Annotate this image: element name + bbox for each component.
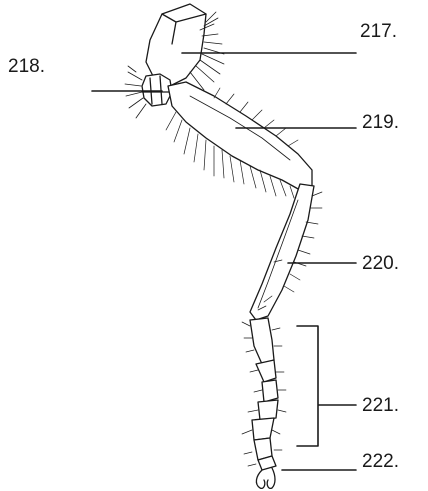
- label-tibia: 220.: [362, 254, 399, 273]
- label-tarsus: 221.: [362, 396, 399, 415]
- label-pretarsus: 222.: [362, 452, 399, 471]
- pretarsus-segment: [244, 438, 282, 488]
- tibia-segment: [250, 184, 322, 320]
- tarsus-segment: [242, 318, 286, 440]
- femur-segment: [166, 82, 312, 198]
- label-coxa: 217.: [360, 22, 397, 41]
- label-trochanter: 218.: [8, 57, 45, 76]
- label-femur: 219.: [362, 113, 399, 132]
- tarsus-bracket: [297, 326, 356, 446]
